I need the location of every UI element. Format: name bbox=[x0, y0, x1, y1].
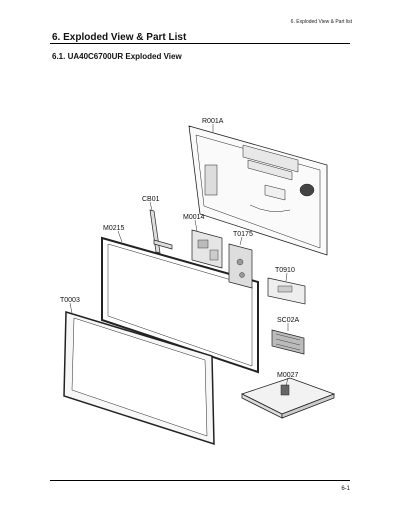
callout-cable: CB01 bbox=[142, 196, 160, 203]
callout-rear-cover: R001A bbox=[202, 118, 224, 125]
main-board-part bbox=[191, 229, 223, 269]
callout-stand-base: M0027 bbox=[277, 372, 299, 379]
cable-part bbox=[149, 209, 173, 254]
stand-base-part bbox=[240, 377, 336, 419]
callout-lcd-panel: M0215 bbox=[103, 225, 125, 232]
page-number: 6-1 bbox=[341, 486, 350, 492]
callout-stand-cover: SC02A bbox=[277, 317, 300, 324]
callout-bracket: T0910 bbox=[275, 267, 295, 274]
callout-main-board: M0014 bbox=[183, 214, 205, 221]
front-bezel-part bbox=[63, 310, 215, 446]
callout-power-board: T0175 bbox=[233, 231, 253, 238]
rear-cover-part bbox=[188, 125, 328, 256]
stand-cover-part bbox=[271, 329, 305, 355]
section-title: 6. Exploded View & Part List bbox=[52, 32, 187, 43]
running-header: 6. Exploded View & Part list bbox=[290, 19, 352, 25]
subsection-title: 6.1. UA40C6700UR Exploded View bbox=[52, 52, 182, 61]
lcd-panel-part bbox=[101, 236, 259, 374]
callout-front-bezel: T0003 bbox=[60, 297, 80, 304]
power-board-part bbox=[228, 243, 253, 289]
footer-divider bbox=[50, 480, 350, 481]
title-divider bbox=[50, 43, 350, 44]
bracket-part bbox=[267, 277, 306, 305]
